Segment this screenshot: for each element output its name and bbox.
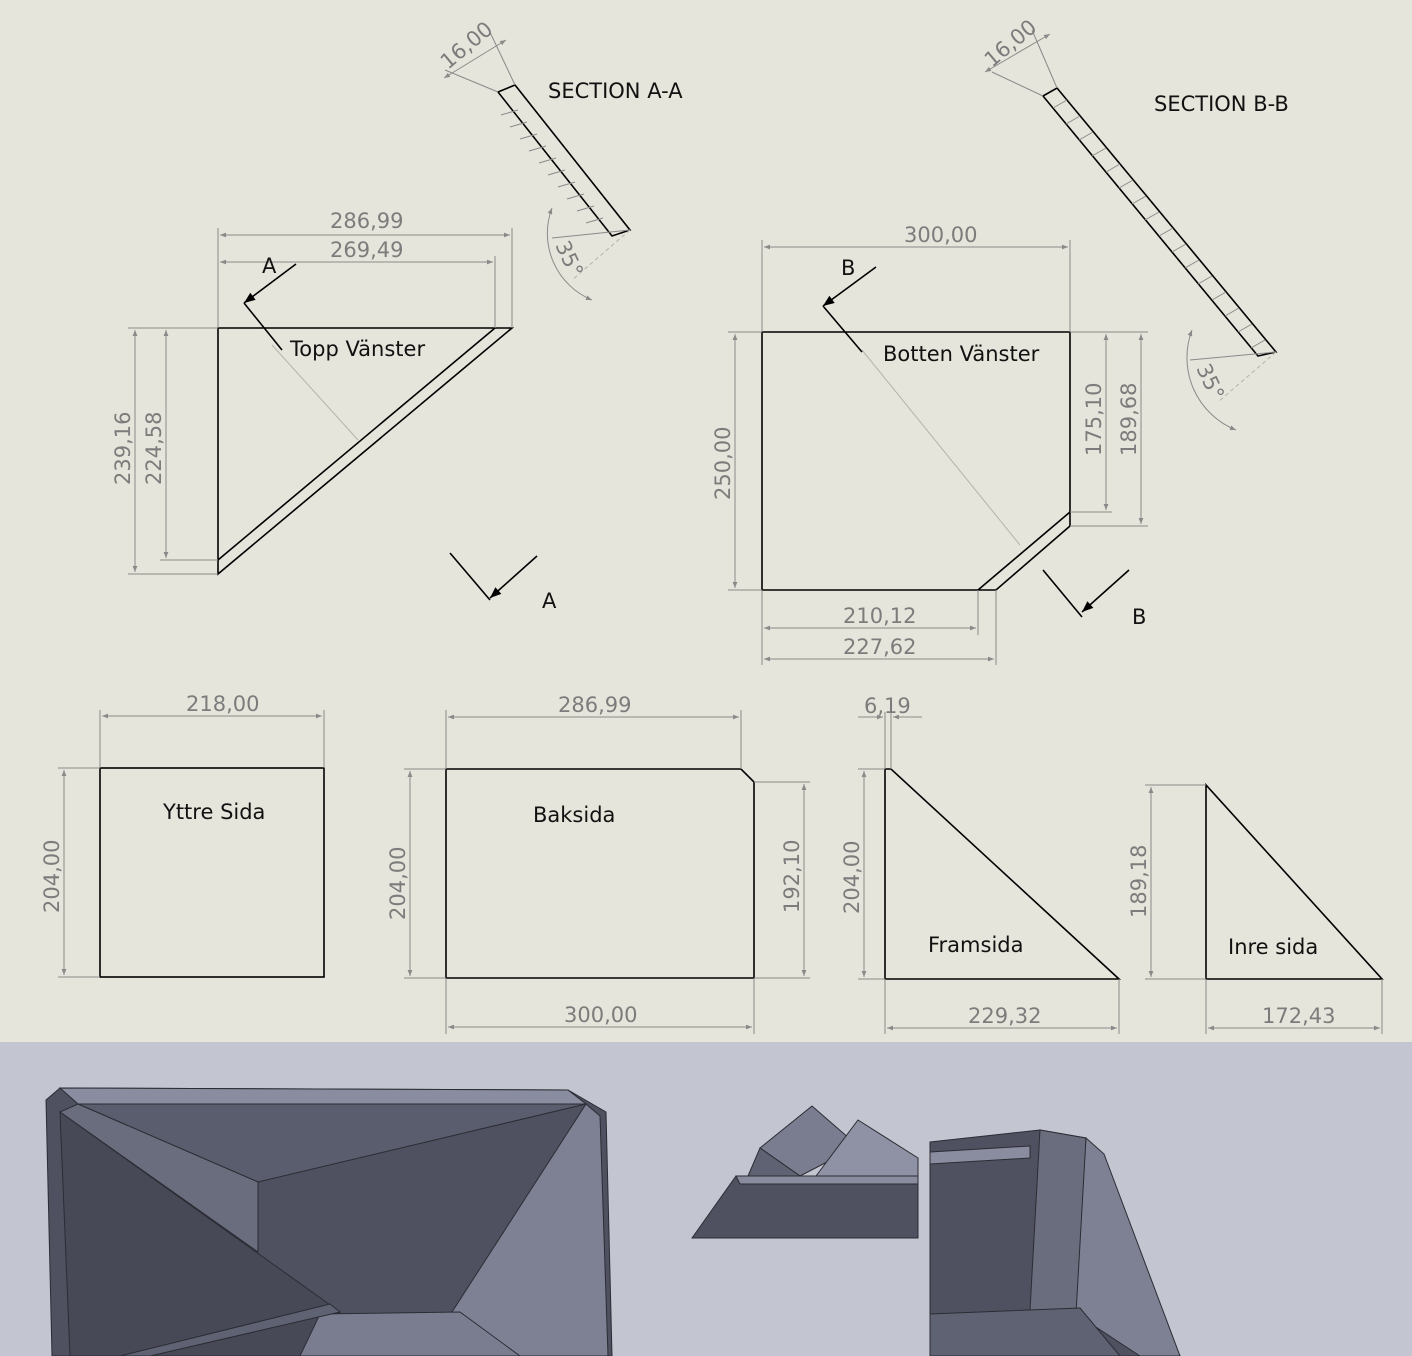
inre-sida-outline (1205, 782, 1384, 980)
botten-vanster-bottom-outer: 227,62 (843, 635, 916, 659)
framsida-view: Framsida 6,19 204,00 229,32 (840, 694, 1122, 1034)
render-canvas (45, 1087, 1181, 1356)
render-box-interior (45, 1087, 613, 1356)
topp-vanster-label: Topp Vänster (289, 337, 425, 361)
inre-sida-view: Inre sida 189,18 172,43 (1127, 782, 1384, 1034)
inre-sida-height: 189,18 (1127, 845, 1151, 918)
framsida-height: 204,00 (840, 841, 864, 914)
framsida-label: Framsida (928, 933, 1023, 957)
section-b-hatch (1052, 99, 1266, 349)
framsida-offset: 6,19 (864, 694, 911, 718)
topp-vanster-cut-label-bottom: A (542, 589, 557, 613)
section-a-profile (496, 84, 632, 237)
yttre-sida-view: Yttre Sida 218,00 204,00 (40, 692, 325, 978)
baksida-label: Baksida (533, 803, 615, 827)
section-a-angle: 35° (550, 237, 587, 281)
topp-vanster-view: Topp Vänster 286,99 269,49 239,16 224,58… (111, 209, 557, 613)
section-a-title: SECTION A-A (548, 79, 683, 103)
section-b-title: SECTION B-B (1154, 92, 1289, 116)
botten-vanster-view: Botten Vänster 300,00 250,00 175,10 189,… (711, 223, 1148, 665)
drawing-canvas: SECTION A-A 16,00 35° SECTION B-B (40, 15, 1384, 1034)
topp-vanster-height-inner: 224,58 (142, 412, 166, 485)
inre-sida-label: Inre sida (1228, 935, 1318, 959)
yttre-sida-width: 218,00 (186, 692, 259, 716)
baksida-width-bottom: 300,00 (564, 1003, 637, 1027)
botten-vanster-height: 250,00 (711, 427, 735, 500)
section-b-view: SECTION B-B 16,00 35° (980, 15, 1289, 431)
baksida-outline (445, 768, 755, 979)
botten-vanster-width: 300,00 (904, 223, 977, 247)
botten-vanster-right-outer: 189,68 (1117, 383, 1141, 456)
baksida-height-right: 192,10 (780, 840, 804, 913)
inre-sida-width: 172,43 (1262, 1004, 1335, 1028)
yttre-sida-outline (99, 767, 325, 978)
botten-vanster-cut-label-top: B (841, 256, 855, 280)
render-detail-corner (929, 1129, 1181, 1356)
botten-vanster-outline (761, 331, 1071, 591)
baksida-view: Baksida 286,99 300,00 204,00 192,10 (386, 693, 810, 1034)
section-b-profile (1041, 86, 1278, 357)
topp-vanster-width-inner: 269,49 (330, 238, 403, 262)
section-b-thickness: 16,00 (980, 15, 1041, 72)
render-detail-small (691, 1105, 919, 1239)
botten-vanster-bottom-inner: 210,12 (843, 604, 916, 628)
botten-vanster-label: Botten Vänster (883, 342, 1040, 366)
yttre-sida-height: 204,00 (40, 840, 64, 913)
topp-vanster-outline (217, 327, 515, 576)
section-a-view: SECTION A-A 16,00 35° (436, 17, 683, 301)
baksida-width-top: 286,99 (558, 693, 631, 717)
botten-vanster-cut-label-bottom: B (1132, 605, 1146, 629)
topp-vanster-width-outer: 286,99 (330, 209, 403, 233)
render-strip (0, 1042, 1412, 1356)
topp-vanster-height-outer: 239,16 (111, 412, 135, 485)
section-a-thickness: 16,00 (436, 17, 497, 74)
botten-vanster-right-inner: 175,10 (1082, 383, 1106, 456)
topp-vanster-cut-label-top: A (262, 254, 277, 278)
framsida-width: 229,32 (968, 1004, 1041, 1028)
yttre-sida-label: Yttre Sida (162, 800, 265, 824)
baksida-height-left: 204,00 (386, 847, 410, 920)
drawing-sheet: SECTION A-A 16,00 35° SECTION B-B (40, 14, 1384, 1034)
section-b-angle: 35° (1191, 360, 1228, 404)
